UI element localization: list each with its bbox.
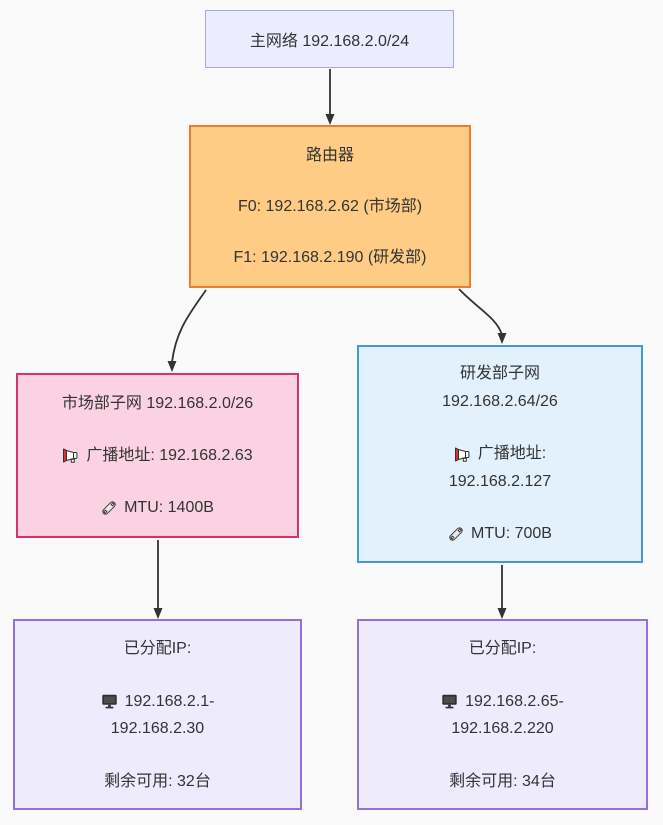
edge-main-to-router bbox=[325, 69, 335, 125]
node-router: 路由器 F0: 192.168.2.62 (市场部) F1: 192.168.2… bbox=[189, 125, 471, 288]
market-broadcast-text: 广播地址: 192.168.2.63 bbox=[86, 446, 253, 464]
node-market-subnet: 市场部子网 192.168.2.0/26 广播地址: 192.168.2.63 bbox=[16, 373, 299, 538]
rd-broadcast-value: 192.168.2.127 bbox=[448, 473, 552, 490]
wrench-icon bbox=[101, 500, 117, 516]
rd-broadcast-block: 广播地址: 192.168.2.127 bbox=[449, 440, 551, 496]
market-ip-range-block: 192.168.2.1- 192.168.2.30 bbox=[101, 688, 215, 742]
rd-ip-range-line1: 192.168.2.65- bbox=[441, 688, 564, 715]
market-ip-range-line1: 192.168.2.1- bbox=[101, 688, 215, 715]
market-ip-range-start: 192.168.2.1- bbox=[124, 692, 215, 710]
wrench-icon bbox=[448, 526, 464, 542]
market-mtu-text: MTU: 1400B bbox=[124, 498, 214, 516]
router-f0-interface: F0: 192.168.2.62 (市场部) bbox=[237, 198, 423, 215]
rd-ips-title: 已分配IP: bbox=[468, 639, 537, 657]
rd-ip-range-start: 192.168.2.65- bbox=[465, 692, 564, 710]
rd-remaining-hosts: 剩余可用: 34台 bbox=[449, 772, 556, 790]
rd-broadcast-line: 广播地址: bbox=[454, 440, 546, 468]
market-subnet-title: 市场部子网 192.168.2.0/26 bbox=[61, 394, 254, 412]
monitor-icon bbox=[441, 694, 458, 709]
rd-mtu-line: MTU: 700B bbox=[448, 520, 552, 548]
main-network-label: 主网络 192.168.2.0/24 bbox=[249, 33, 410, 50]
rd-ip-range-end: 192.168.2.220 bbox=[451, 719, 554, 737]
market-mtu-line: MTU: 1400B bbox=[101, 496, 214, 520]
rd-subnet-title-line2: 192.168.2.64/26 bbox=[442, 393, 558, 410]
market-broadcast-line: 广播地址: 192.168.2.63 bbox=[62, 444, 253, 468]
market-remaining-hosts: 剩余可用: 32台 bbox=[104, 772, 211, 790]
node-main-network: 主网络 192.168.2.0/24 bbox=[205, 10, 454, 68]
market-ips-title: 已分配IP: bbox=[123, 639, 192, 657]
node-rd-allocated-ips: 已分配IP: 192.168.2.65- 192.168.2.220 剩余可用:… bbox=[357, 619, 648, 810]
rd-subnet-title: 研发部子网 192.168.2.64/26 bbox=[442, 360, 558, 416]
rd-subnet-title-line1: 研发部子网 bbox=[459, 365, 540, 382]
router-f1-interface: F1: 192.168.2.190 (研发部) bbox=[233, 249, 427, 266]
node-market-allocated-ips: 已分配IP: 192.168.2.1- 192.168.2.30 剩余可用: 3… bbox=[13, 619, 302, 810]
monitor-icon bbox=[101, 694, 118, 709]
router-title: 路由器 bbox=[305, 147, 354, 164]
edge-rd-subnet-to-rd-ips bbox=[497, 565, 507, 619]
rd-ip-range-block: 192.168.2.65- 192.168.2.220 bbox=[441, 688, 564, 742]
megaphone-icon bbox=[454, 447, 471, 462]
edge-market-subnet-to-market-ips bbox=[153, 540, 163, 619]
rd-broadcast-label: 广播地址: bbox=[477, 445, 547, 462]
edge-router-to-market-subnet bbox=[167, 289, 207, 372]
market-ip-range-end: 192.168.2.30 bbox=[110, 719, 205, 737]
megaphone-icon bbox=[62, 448, 79, 463]
rd-mtu-text: MTU: 700B bbox=[471, 525, 552, 542]
node-rd-subnet: 研发部子网 192.168.2.64/26 广播地址: 19 bbox=[357, 345, 643, 563]
edge-router-to-rd-subnet bbox=[458, 288, 507, 344]
